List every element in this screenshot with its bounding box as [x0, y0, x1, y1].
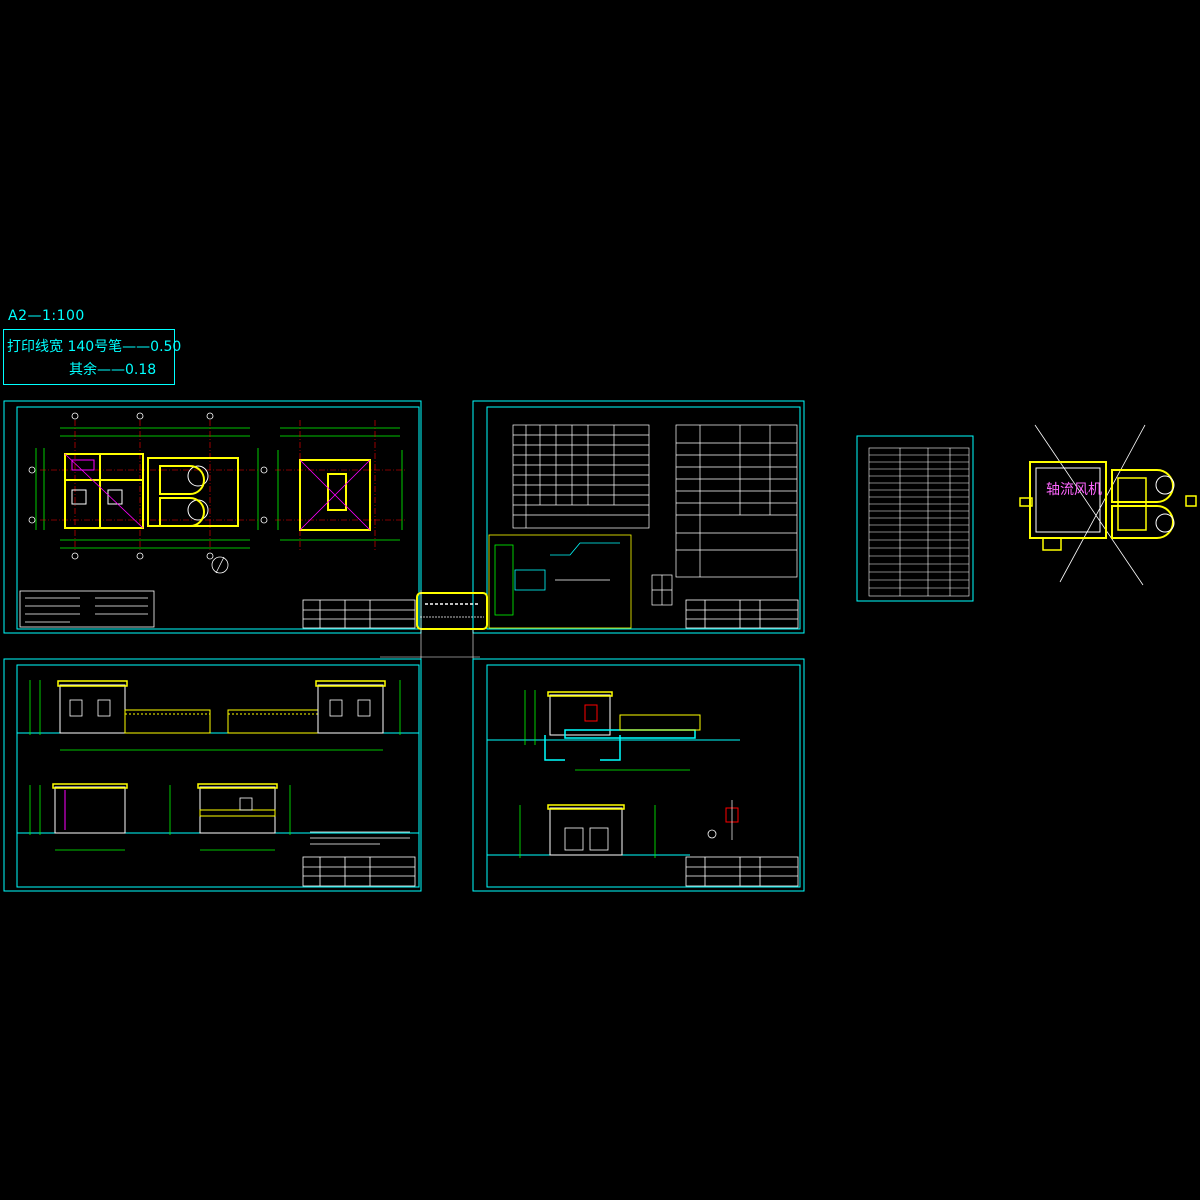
side-elevation-right [169, 783, 291, 851]
approval-stamp [416, 592, 488, 630]
pen-width-line-1: 打印线宽 140号笔——0.50 [7, 339, 182, 355]
plan-2-axis-lines [275, 420, 405, 552]
plan-legend-box [19, 590, 155, 628]
north-arrow-icon [211, 556, 229, 574]
section-b [487, 804, 690, 858]
elevation-notes [310, 831, 410, 845]
sheet-drawing-index [856, 435, 974, 602]
axial-fan-detail: 轴流风机 [1019, 424, 1197, 586]
window-detail-grid [651, 574, 673, 606]
sheet-schedules [472, 400, 805, 634]
door-window-schedule-table [512, 424, 650, 529]
plan-1-axis-lines [40, 420, 260, 552]
section-detail-callout [707, 800, 739, 840]
sheet-sections [472, 658, 805, 892]
sheet-3-title-block [302, 856, 416, 887]
sheet-1-title-block [302, 599, 416, 629]
scale-title: A2—1:100 [8, 308, 85, 324]
front-elevation [17, 680, 419, 751]
plan-1-dimensions [35, 427, 259, 549]
cad-crosshair-cursor [380, 590, 480, 690]
side-elevation-left [17, 783, 419, 851]
plan-2-roof [299, 459, 371, 531]
sheet-4-title-block [685, 856, 799, 887]
sheet-elevations [3, 658, 422, 892]
pen-width-line-2: 其余——0.18 [69, 362, 157, 378]
construction-schedule-table [675, 424, 798, 578]
plan-1-building [64, 453, 239, 529]
fan-label: 轴流风机 [1046, 482, 1102, 498]
plan-2-dimensions [277, 427, 403, 541]
foundation-detail-box [488, 534, 632, 629]
drawing-index-table [868, 447, 970, 597]
sheet-floor-plans [3, 400, 422, 634]
section-a [487, 690, 740, 771]
sheet-2-title-block [685, 599, 799, 629]
pen-width-note-box: 打印线宽 140号笔——0.50 其余——0.18 [3, 329, 181, 385]
plan-1-axis-bubbles [28, 412, 268, 560]
